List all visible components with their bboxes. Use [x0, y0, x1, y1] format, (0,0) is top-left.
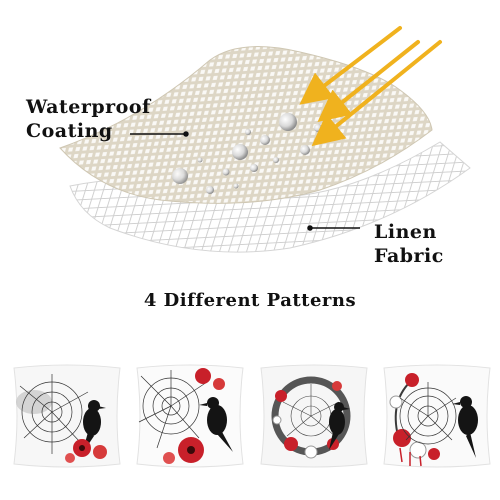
flower-wreath-icon	[389, 373, 440, 467]
crow-icon	[199, 397, 234, 452]
pattern-2-pillow	[133, 362, 247, 470]
crow-icon	[328, 402, 350, 450]
crow-icon	[451, 396, 478, 458]
spider-web-icon	[139, 370, 208, 449]
spider-web-icon	[399, 382, 457, 445]
layer-diagram	[59, 26, 471, 253]
pattern-1-pillow	[10, 362, 124, 470]
red-flower-icon	[163, 368, 226, 464]
pattern-gallery	[10, 362, 494, 474]
linen-label-line2: Fabric	[374, 245, 444, 267]
linen-label-line1: Linen	[374, 221, 437, 243]
flower-wreath-icon	[271, 376, 351, 459]
arrow-icon	[299, 26, 442, 147]
waterproof-label-line2: Coating	[26, 120, 113, 142]
pattern-4-pillow	[380, 362, 494, 470]
callout-lines	[130, 131, 360, 231]
red-flower-icon	[65, 439, 107, 463]
waterproof-coating-layer	[59, 46, 433, 204]
waterproof-label-line1: Waterproof	[26, 96, 151, 118]
waterproof-coating-label: Waterproof Coating	[26, 95, 151, 143]
patterns-heading: 4 Different Patterns	[143, 290, 357, 311]
linen-fabric-label: Linen Fabric	[374, 220, 444, 268]
spider-web-icon	[19, 374, 89, 454]
pattern-3-pillow	[257, 362, 371, 470]
